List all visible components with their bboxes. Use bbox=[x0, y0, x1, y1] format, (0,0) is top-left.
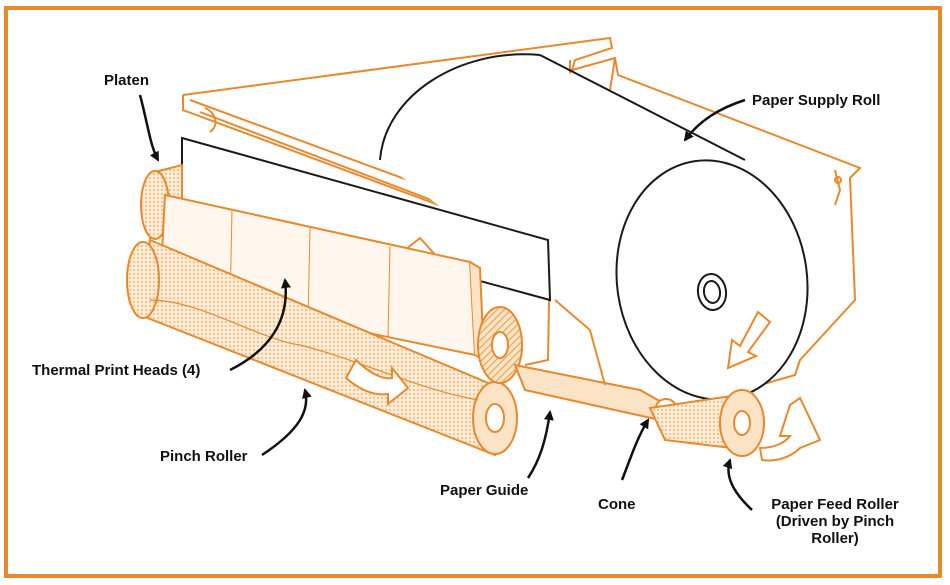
supply-roll-rotation-arrow bbox=[726, 310, 772, 370]
pinch-roller-rotation-arrow bbox=[344, 358, 410, 407]
leader-platen bbox=[138, 94, 160, 162]
leader-paper-supply-roll bbox=[683, 98, 746, 142]
pinch-roller bbox=[126, 238, 518, 457]
label-paper-guide: Paper Guide bbox=[440, 482, 529, 499]
label-pinch-roller: Pinch Roller bbox=[160, 448, 248, 465]
label-paper-feed-roller-line3: Roller) bbox=[811, 530, 859, 547]
label-paper-feed-roller: Paper Feed Roller (Driven by Pinch Rolle… bbox=[760, 496, 910, 547]
label-platen: Platen bbox=[104, 72, 150, 89]
leader-paper-feed-roller bbox=[722, 458, 753, 511]
paper-supply-roll bbox=[379, 53, 809, 401]
drive-roller bbox=[477, 306, 523, 384]
label-thermal-print-heads: Thermal Print Heads (4) bbox=[32, 362, 201, 379]
label-cone: Cone bbox=[598, 496, 636, 513]
label-paper-feed-roller-line2: (Driven by Pinch bbox=[775, 513, 895, 530]
leader-arrows bbox=[138, 94, 753, 511]
leader-paper-guide bbox=[526, 410, 554, 479]
leader-thermal-print-heads bbox=[229, 278, 291, 372]
feed-roller-rotation-arrow bbox=[758, 396, 822, 462]
label-paper-feed-roller-line1: Paper Feed Roller bbox=[771, 496, 899, 513]
paper-feed-roller bbox=[648, 389, 765, 457]
leader-pinch-roller bbox=[261, 388, 312, 457]
leader-cone bbox=[620, 418, 650, 481]
label-paper-supply-roll: Paper Supply Roll bbox=[752, 92, 881, 109]
